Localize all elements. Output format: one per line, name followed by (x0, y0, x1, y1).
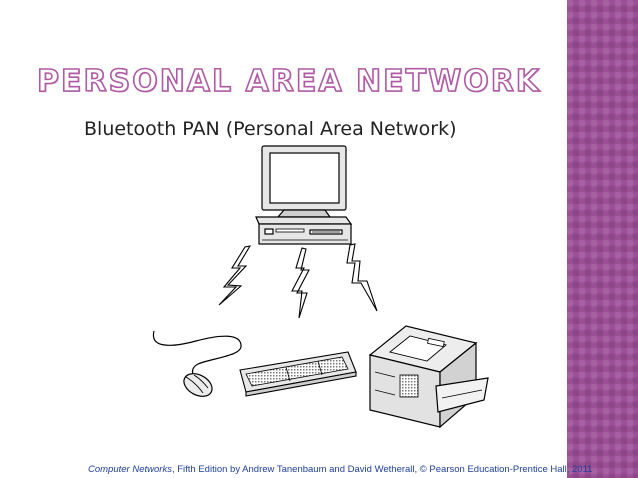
mouse-icon (152, 330, 242, 397)
keyboard-icon (239, 351, 357, 397)
printer-icon (368, 325, 489, 429)
slide-caption: Computer Networks, Fifth Edition by Andr… (88, 464, 592, 476)
lightning-bolt-icon (346, 243, 378, 312)
lightning-bolt-icon (218, 245, 252, 306)
lightning-bolt-icon (291, 247, 310, 319)
slide-title: PERSONAL AREA NETWORK (36, 63, 542, 100)
slide-subtitle: Bluetooth PAN (Personal Area Network) (84, 118, 457, 140)
computer-icon (255, 145, 353, 245)
decorative-side-band (567, 0, 638, 478)
caption-book-title: Computer Networks (88, 464, 172, 475)
caption-details: , Fifth Edition by Andrew Tanenbaum and … (171, 464, 593, 475)
